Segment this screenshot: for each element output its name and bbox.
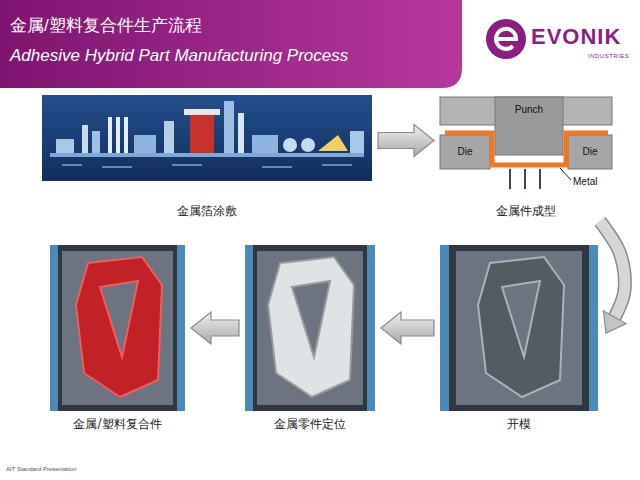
- mould-plate: [456, 251, 582, 405]
- machine: [116, 117, 120, 153]
- part-label: Die: [582, 146, 597, 158]
- process-arrow: [381, 312, 434, 344]
- step-caption: 开模: [440, 417, 598, 431]
- part-label: Metal: [573, 176, 597, 188]
- part-label: Punch: [515, 104, 543, 116]
- metal-part: [268, 257, 354, 397]
- logo-circle: [486, 19, 526, 59]
- die-block: [568, 135, 612, 169]
- machine: [56, 139, 74, 153]
- machine: [82, 125, 88, 153]
- process-arrow: [600, 221, 626, 333]
- arrow-head: [603, 311, 626, 333]
- logo-mark: [496, 29, 516, 49]
- machine: [124, 117, 128, 153]
- process-arrow: [191, 312, 239, 344]
- process-step: 金属件成型: [440, 97, 612, 218]
- process-step: 开模: [440, 245, 598, 431]
- subtitle: Adhesive Hybrid Part Manufacturing Proce…: [10, 46, 348, 66]
- picture-ground: [42, 95, 372, 181]
- machine-frame: [367, 245, 375, 411]
- part-label: Die: [457, 146, 472, 158]
- mould-cavity: [478, 257, 564, 397]
- forming-die-picture: [440, 97, 612, 189]
- metal-sheet: [445, 133, 608, 165]
- tower: [224, 101, 234, 153]
- slide-title: 金属/塑料复合件生产流程: [10, 16, 202, 36]
- footer-note: AIT Standard Presentation: [6, 466, 77, 473]
- ejector-pins: [510, 169, 540, 189]
- machine-frame: [177, 245, 185, 411]
- machine-frame: [245, 245, 253, 411]
- hybrid-part: [76, 257, 162, 397]
- curved-arrow-outline: [600, 221, 625, 319]
- block-arrow: [381, 312, 434, 344]
- process-arrow: [378, 125, 434, 157]
- die-block: [440, 135, 490, 169]
- curved-arrow-body: [600, 221, 625, 319]
- machine: [164, 121, 174, 153]
- machine: [252, 135, 278, 153]
- logo-subtext: INDUSTRIES: [588, 53, 629, 60]
- oven: [190, 115, 214, 153]
- process-step: 金属/塑料复合件: [50, 245, 185, 431]
- leader-line: [560, 168, 571, 180]
- mould-plate: [62, 251, 173, 405]
- coil: [318, 135, 348, 151]
- logo-text: EVONIK: [531, 24, 621, 50]
- process-step: 金属箔涂敷: [42, 95, 372, 218]
- machine-frame: [50, 245, 58, 411]
- machine: [108, 117, 112, 153]
- step-caption: 金属件成型: [440, 204, 612, 218]
- title-band: [0, 0, 462, 88]
- machine: [238, 113, 244, 153]
- photo-ground: [50, 245, 185, 411]
- open-mould-photo: [440, 245, 598, 411]
- machine: [92, 131, 100, 153]
- metal-placed-photo: [245, 245, 375, 411]
- step-caption: 金属/塑料复合件: [50, 417, 185, 431]
- photo-ground: [245, 245, 375, 411]
- roll: [283, 138, 297, 152]
- mould-plate: [257, 251, 363, 405]
- punch: [495, 97, 563, 155]
- block-arrow: [191, 312, 239, 344]
- production-line-picture: [42, 95, 372, 181]
- machine: [350, 131, 364, 153]
- process-step: 金属零件定位: [245, 245, 375, 431]
- hybrid-part-photo: [50, 245, 185, 411]
- machine: [134, 135, 156, 153]
- step-caption: 金属箔涂敷: [42, 204, 372, 218]
- annotation-ticks: [62, 165, 352, 167]
- step-caption: 金属零件定位: [245, 417, 375, 431]
- machine: [184, 109, 220, 115]
- photo-ground: [440, 245, 598, 411]
- conveyor: [50, 153, 364, 157]
- roll: [301, 138, 315, 152]
- machine-frame: [440, 245, 449, 411]
- machine-frame: [589, 245, 598, 411]
- block-arrow: [378, 125, 434, 157]
